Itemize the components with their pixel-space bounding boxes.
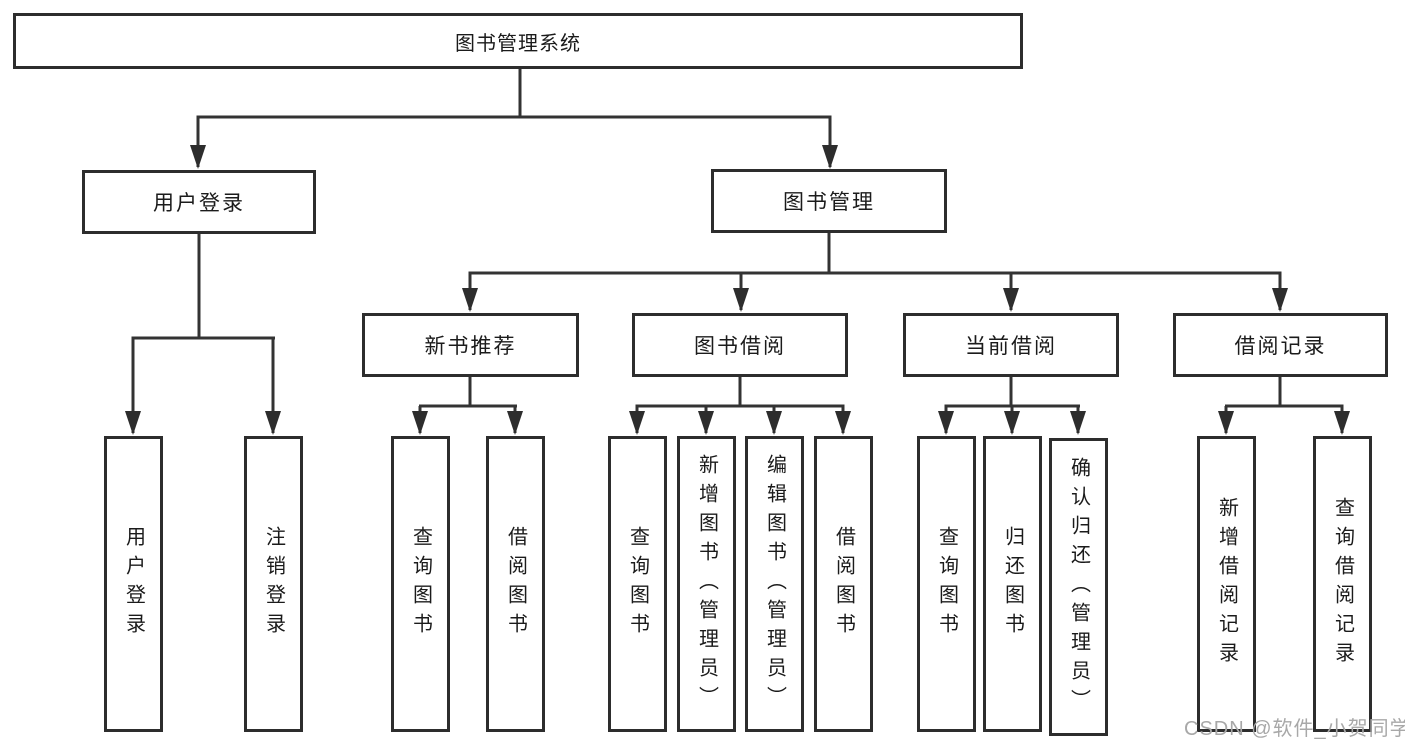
leaf-query-borrow-record: 查询借阅记录: [1313, 436, 1372, 732]
leaf-query-books-newbook: 查询图书: [391, 436, 450, 732]
leaf-confirm-return-admin: 确认归还（管理员）: [1049, 438, 1108, 736]
leaf-user-login: 用户登录: [104, 436, 163, 732]
node-new-book-recommendation: 新书推荐: [362, 313, 579, 377]
node-user-login: 用户登录: [82, 170, 316, 234]
node-borrowing-records: 借阅记录: [1173, 313, 1388, 377]
leaf-borrow-books-borrowing: 借阅图书: [814, 436, 873, 732]
leaf-edit-books-admin: 编辑图书（管理员）: [745, 436, 804, 732]
leaf-logout: 注销登录: [244, 436, 303, 732]
leaf-query-books-borrowing: 查询图书: [608, 436, 667, 732]
leaf-add-borrow-record: 新增借阅记录: [1197, 436, 1256, 732]
leaf-query-books-current: 查询图书: [917, 436, 976, 732]
node-library-management-system: 图书管理系统: [13, 13, 1023, 69]
node-book-borrowing: 图书借阅: [632, 313, 848, 377]
csdn-watermark: CSDN @软件_小贺同学: [1184, 718, 1405, 740]
node-current-borrowing: 当前借阅: [903, 313, 1119, 377]
leaf-return-books: 归还图书: [983, 436, 1042, 732]
leaf-borrow-books-newbook: 借阅图书: [486, 436, 545, 732]
node-book-management: 图书管理: [711, 169, 947, 233]
leaf-add-books-admin: 新增图书（管理员）: [677, 436, 736, 732]
